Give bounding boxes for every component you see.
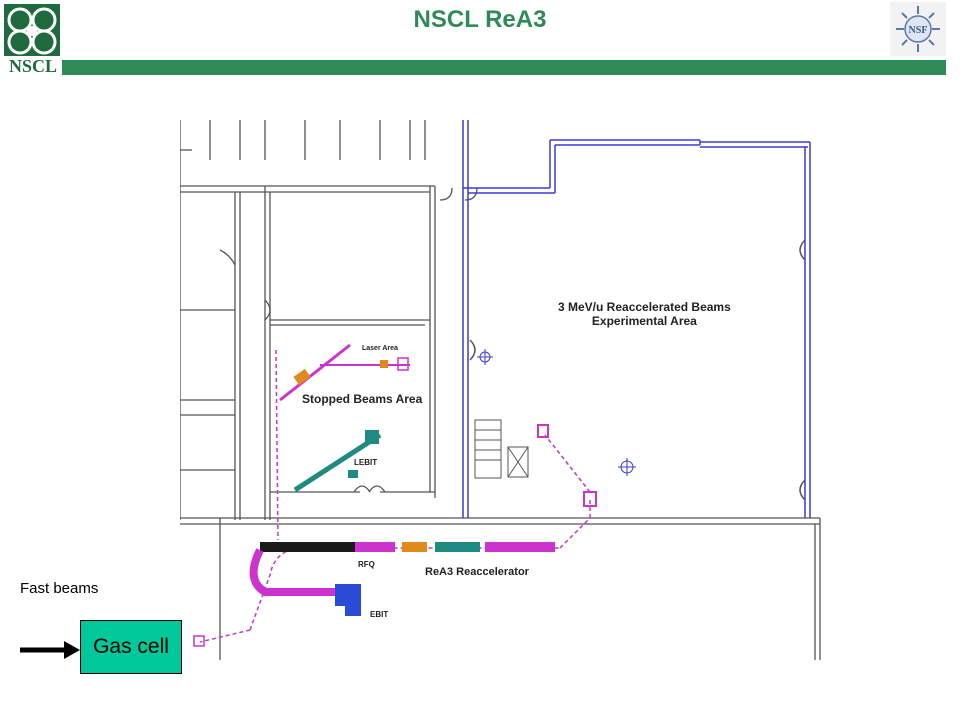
page-title: NSCL ReA3 [413, 6, 547, 33]
nsf-logo: NSF [890, 2, 946, 56]
experimental-area-label: 3 MeV/u Reaccelerated Beams Experimental… [558, 300, 731, 328]
building-walls [179, 120, 821, 660]
experimental-area-walls [462, 120, 811, 518]
laser-area-label: Laser Area [362, 345, 398, 352]
nscl-logo-icon [4, 4, 60, 56]
stairs [474, 419, 529, 479]
ebit-label: EBIT [370, 610, 389, 619]
reaccelerator-label: ReA3 Reaccelerator [425, 566, 529, 578]
floor-plan-drawing [179, 120, 821, 660]
fast-beams-label: Fast beams [20, 580, 99, 597]
nscl-logo: NSCL [2, 2, 62, 76]
nsf-globe-icon: NSF [890, 2, 946, 56]
fixtures [477, 349, 636, 476]
gas-cell-box: Gas cell [80, 620, 182, 674]
nsf-text: NSF [909, 25, 928, 36]
floor-plan: 3 MeV/u Reaccelerated Beams Experimental… [179, 120, 850, 660]
right-arrow-icon [20, 641, 80, 659]
lebit-label: LEBIT [354, 458, 378, 467]
experimental-area-label-line2: Experimental Area [591, 314, 697, 328]
rfq-label: RFQ [358, 560, 375, 569]
stopped-beams-area-label: Stopped Beams Area [302, 392, 423, 406]
beamlines [193, 343, 597, 647]
header-bar [62, 60, 946, 75]
logo-text: NSCL [8, 56, 57, 76]
experimental-area-label-line1: 3 MeV/u Reaccelerated Beams [558, 300, 731, 314]
